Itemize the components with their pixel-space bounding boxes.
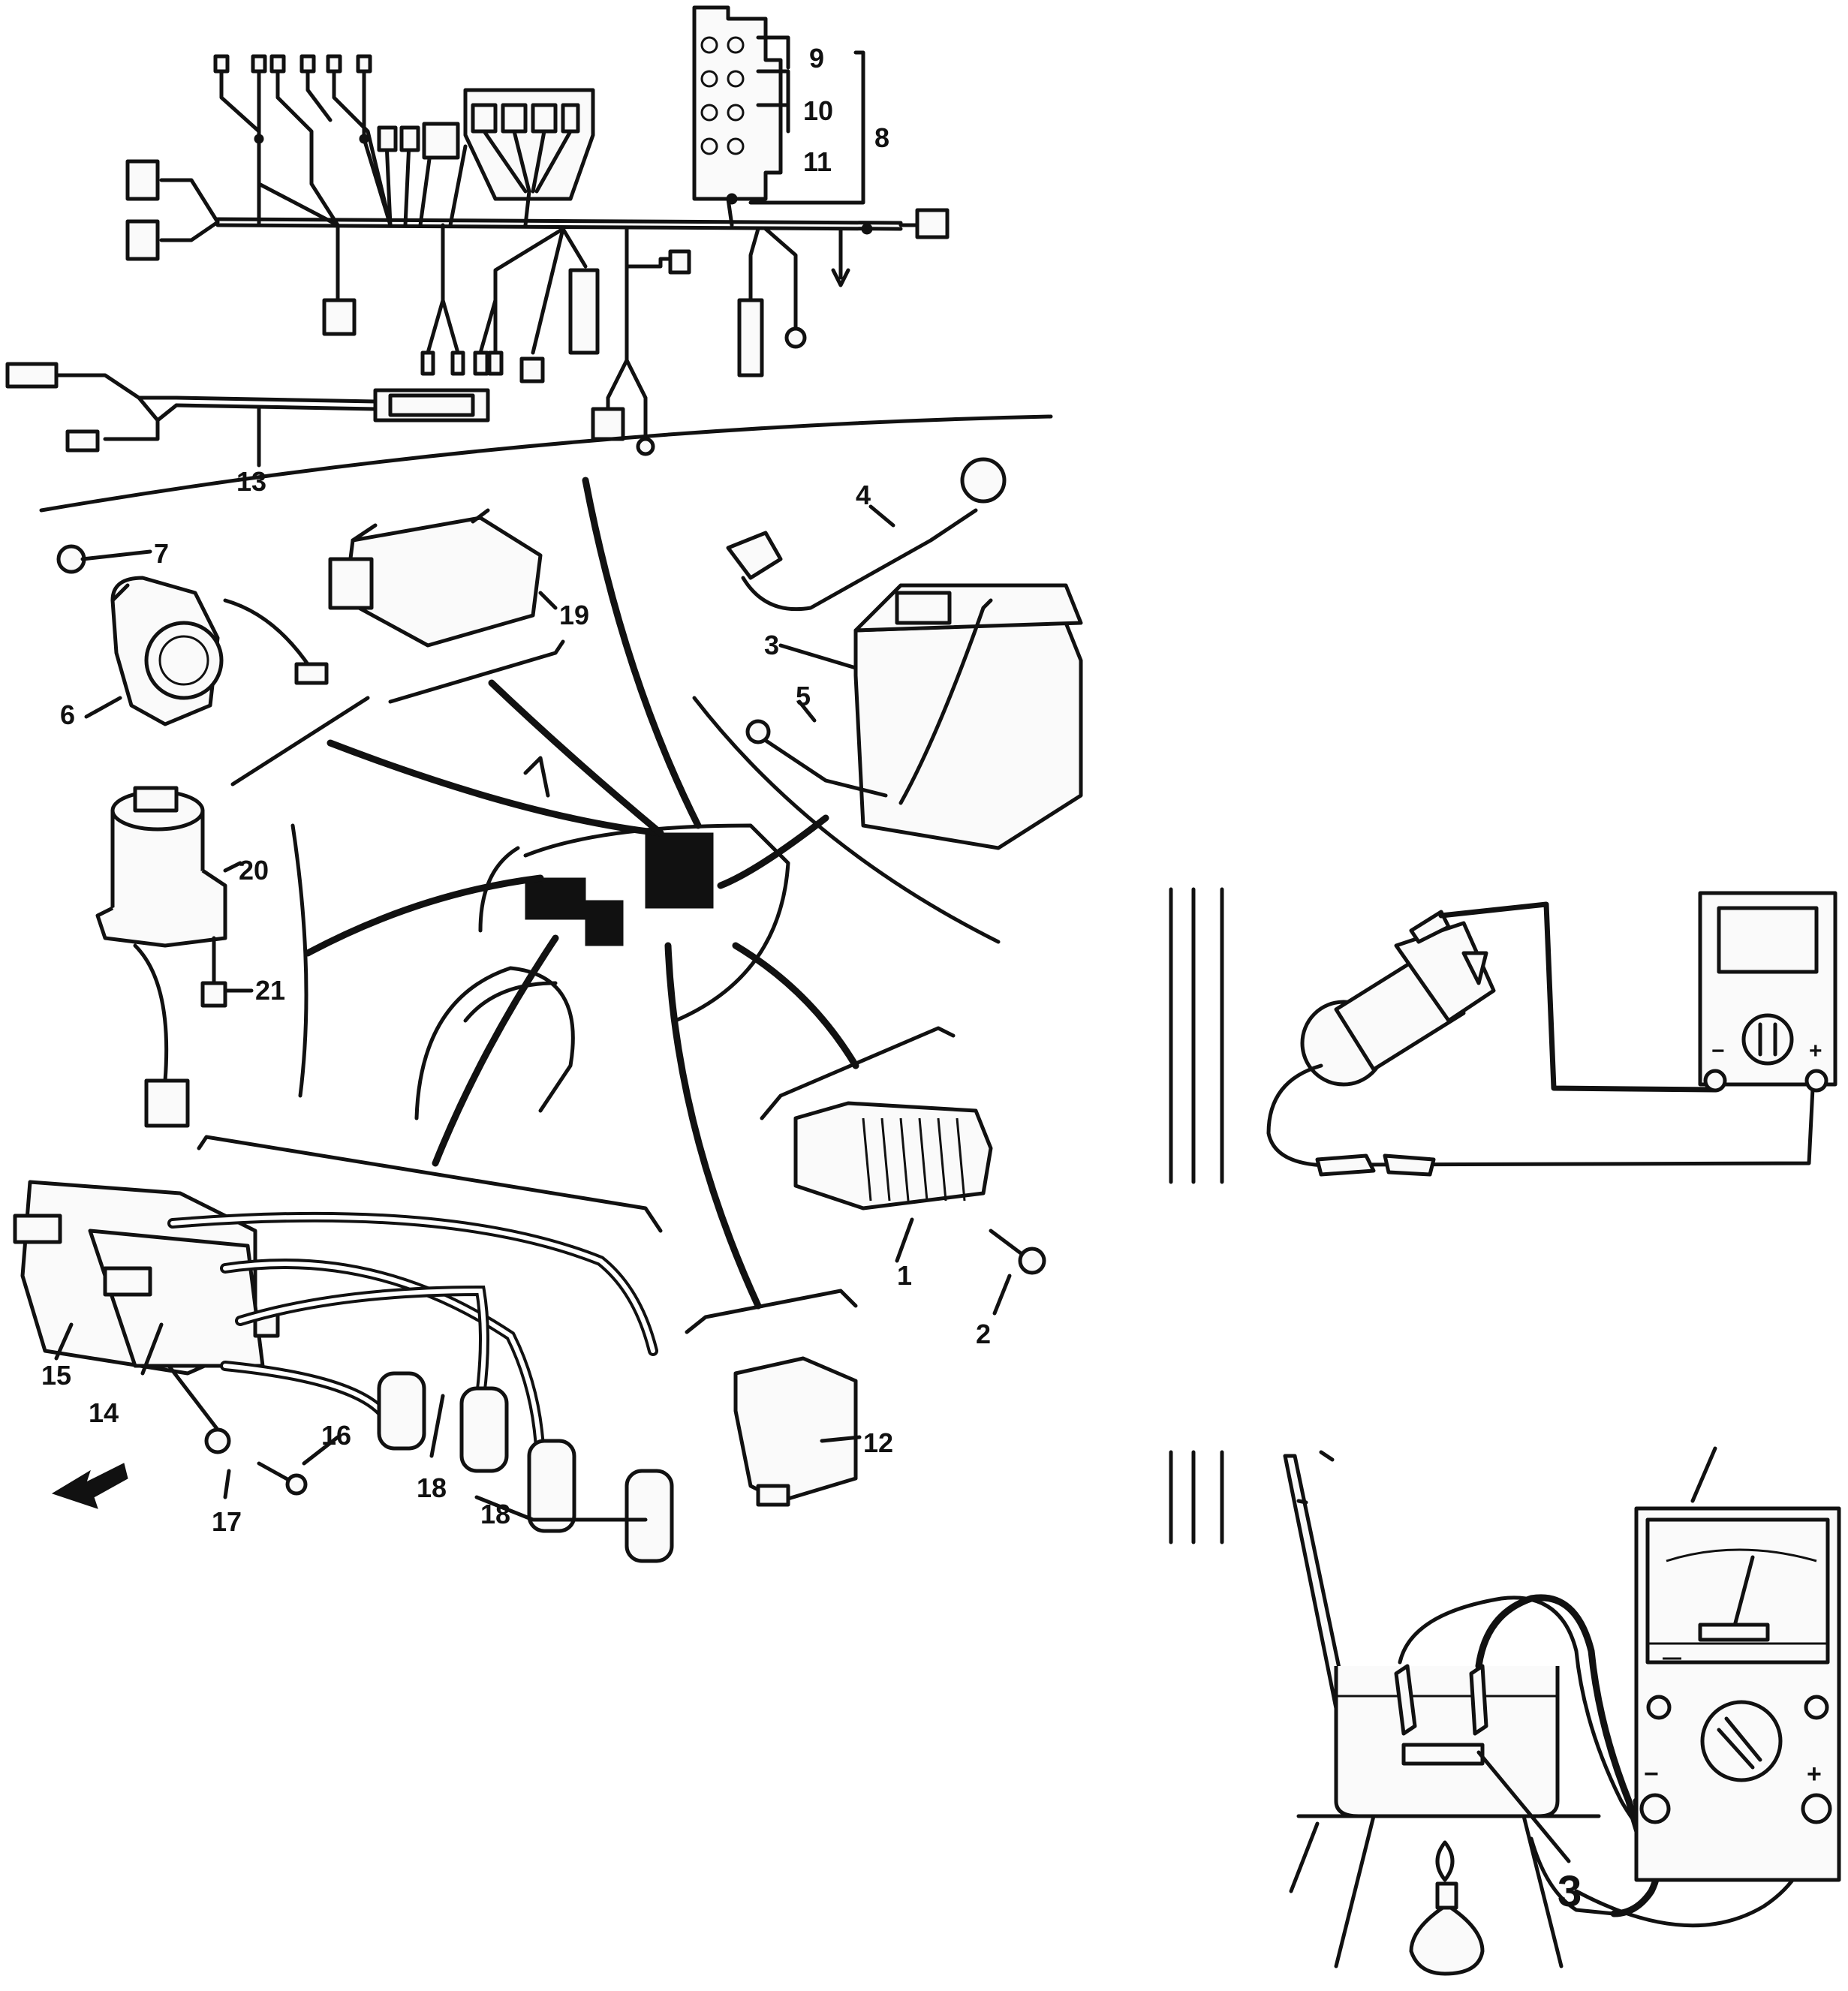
ignition-coils [13, 1180, 674, 1563]
label-7: 7 [154, 538, 169, 569]
relay-12 [733, 1356, 858, 1507]
label-13: 13 [236, 466, 266, 497]
label-8: 8 [874, 122, 889, 153]
label-1: 1 [897, 1260, 912, 1291]
label-11: 11 [803, 146, 832, 177]
meter2-minus-label: − [1644, 1760, 1659, 1788]
front-arrow-icon [51, 1463, 128, 1509]
label-4: 4 [856, 480, 871, 510]
igniter-19 [328, 508, 543, 648]
temp-sensor [1300, 910, 1496, 1087]
label-19: 19 [559, 600, 589, 630]
battery-3 [853, 583, 1083, 850]
label-16: 16 [321, 1420, 351, 1451]
screw-2 [989, 1229, 1046, 1275]
label-6: 6 [60, 699, 75, 730]
leader-relay [664, 942, 762, 1310]
label-21: 21 [255, 975, 285, 1006]
callout-leaders [54, 407, 1012, 1522]
label-5: 5 [796, 681, 811, 711]
leader-igniter [488, 679, 664, 837]
multimeter-2: − + [1634, 1446, 1841, 1882]
nut-7 [56, 544, 86, 574]
bolt-16-nut-17 [167, 1364, 308, 1496]
cable-4 [726, 457, 1007, 612]
label-17: 17 [212, 1506, 242, 1537]
label-3: 3 [764, 630, 779, 660]
heat-test-panel: − + 3 [1169, 1446, 1841, 1976]
meter1-plus-label: + [1809, 1039, 1822, 1063]
meter1-minus-label: − [1711, 1039, 1725, 1063]
label-18a: 18 [417, 1472, 447, 1503]
cable-5 [745, 719, 888, 798]
ignition-switch-20 [95, 786, 227, 1128]
label-10: 10 [803, 95, 833, 126]
leader-battery [717, 814, 829, 889]
leader-coil [432, 934, 559, 1167]
resistance-test-panel: − + [1169, 887, 1837, 1184]
leader-horn [327, 739, 664, 837]
label-14: 14 [89, 1397, 119, 1428]
horn-6 [110, 576, 329, 726]
label-18b: 18 [480, 1499, 510, 1529]
meter2-plus-label: + [1807, 1760, 1822, 1788]
regulator-1 [793, 1101, 993, 1211]
bolt-21 [200, 936, 227, 1008]
multimeter-1: − + [1698, 891, 1837, 1093]
label-20: 20 [239, 855, 269, 886]
leader-regulator [732, 942, 859, 1069]
leader-harness [582, 477, 702, 829]
wiring-harness [5, 5, 1053, 513]
label-2: 2 [976, 1319, 991, 1349]
label-9: 9 [809, 43, 824, 74]
leader-switch [304, 874, 544, 957]
label-3b: 3 [1558, 1867, 1582, 1916]
burner [1409, 1840, 1485, 1976]
label-12: 12 [863, 1427, 893, 1458]
label-15: 15 [41, 1360, 71, 1391]
motorcycle-outline [414, 756, 790, 1120]
